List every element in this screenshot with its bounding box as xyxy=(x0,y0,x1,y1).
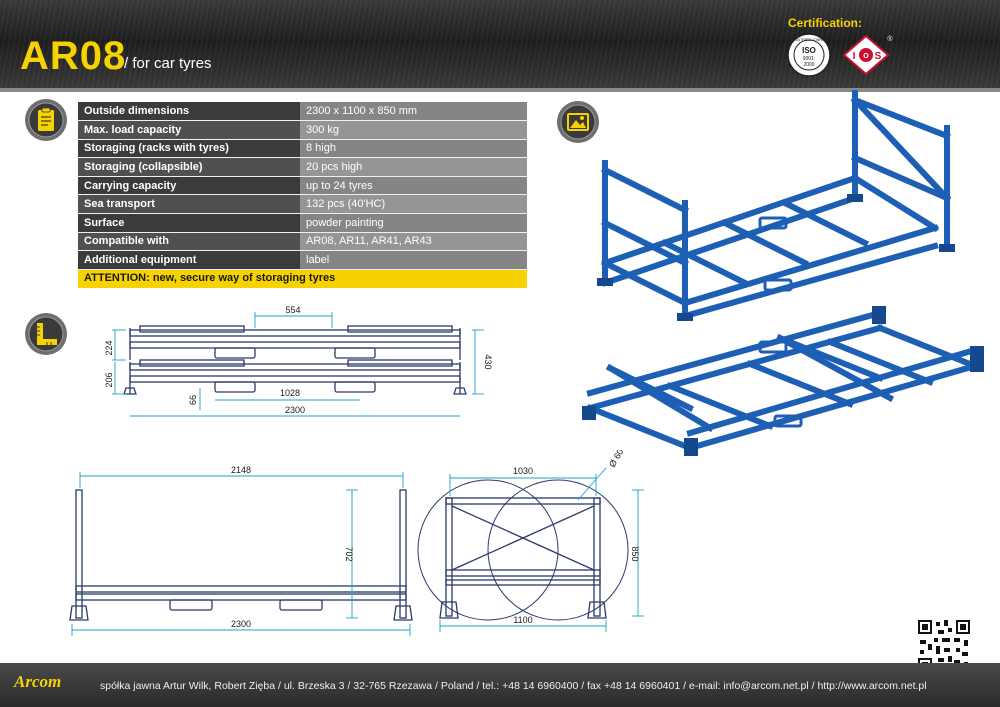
model-title: AR08 xyxy=(20,34,127,78)
picture-icon xyxy=(557,101,599,143)
header-divider xyxy=(0,88,1000,92)
clipboard-icon xyxy=(25,99,67,141)
spec-label: Carrying capacity xyxy=(78,176,300,196)
iso-badge-top: REGISTERED COMPANY xyxy=(790,38,828,42)
spec-label: Sea transport xyxy=(78,194,300,215)
iso-badge-line2: 9001: xyxy=(803,56,816,62)
dim-collapsed-top: 554 xyxy=(285,305,300,315)
spec-value: 20 pcs high xyxy=(300,157,527,177)
drawing-front-view: 1030 Ø 600 850 1100 xyxy=(417,450,644,632)
spec-value: 2300 x 1100 x 850 mm xyxy=(300,102,527,122)
spec-value: AR08, AR11, AR41, AR43 xyxy=(300,232,527,252)
rack-collapsed-render xyxy=(582,306,984,456)
certification-label: Certification: xyxy=(788,16,863,30)
dim-collapsed-h1: 224 xyxy=(104,340,114,355)
dim-side-h: 702 xyxy=(344,546,354,561)
dim-collapsed-small: 66 xyxy=(188,395,198,405)
dim-collapsed-total-h: 430 xyxy=(483,354,493,369)
spec-row: Storaging (collapsible)20 pcs high xyxy=(78,157,527,177)
ruler-square-icon xyxy=(25,313,67,355)
drawing-collapsed-stack: 554 224 206 430 66 1028 2300 xyxy=(104,305,493,417)
spec-label: Storaging (racks with tyres) xyxy=(78,139,300,159)
ios-badge-right: S xyxy=(875,51,882,62)
dim-side-top: 2148 xyxy=(231,465,251,475)
spec-value: label xyxy=(300,250,527,270)
spec-label: Compatible with xyxy=(78,232,300,252)
ios-badge-left: I xyxy=(853,51,856,62)
company-contact: spółka jawna Artur Wilk, Robert Zięba / … xyxy=(100,680,927,692)
model-subtitle: / for car tyres xyxy=(124,55,212,72)
dim-front-h: 850 xyxy=(630,546,640,561)
certification-badges: REGISTERED COMPANY ISO 9001: 2000 I O S … xyxy=(787,33,893,77)
spec-label: Max. load capacity xyxy=(78,120,300,140)
spec-value: up to 24 tyres xyxy=(300,176,527,196)
spec-value: 132 pcs (40'HC) xyxy=(300,194,527,215)
spec-row: Storaging (racks with tyres)8 high xyxy=(78,139,527,159)
ios-badge-mark: ® xyxy=(887,35,893,43)
company-logo: Arcom xyxy=(14,672,62,691)
dim-front-bottom: 1100 xyxy=(513,615,532,625)
rack-assembled-render xyxy=(597,90,955,321)
spec-value: 300 kg xyxy=(300,120,527,140)
spec-value: powder painting xyxy=(300,213,527,233)
spec-label: Surface xyxy=(78,213,300,233)
dim-collapsed-total-w: 2300 xyxy=(285,405,305,415)
drawing-side-view: 2148 702 2300 xyxy=(69,465,413,636)
spec-label: Outside dimensions xyxy=(78,102,300,122)
dim-front-tyre: Ø 600 xyxy=(607,450,628,469)
dim-collapsed-h2: 206 xyxy=(104,372,114,387)
iso-badge-line3: 2000 xyxy=(803,62,814,68)
spec-label: Storaging (collapsible) xyxy=(78,157,300,177)
spec-value: 8 high xyxy=(300,139,527,159)
dim-side-bottom: 2300 xyxy=(231,619,251,629)
ios-badge: I O S ® xyxy=(842,34,893,76)
ios-badge-middle: O xyxy=(863,53,869,60)
attention-note: ATTENTION: new, secure way of storaging … xyxy=(78,270,527,288)
spec-label: Additional equipment xyxy=(78,250,300,270)
dim-collapsed-inner: 1028 xyxy=(280,388,300,398)
iso-badge-line1: ISO xyxy=(802,46,816,55)
dim-front-top: 1030 xyxy=(513,466,533,476)
footer-bar xyxy=(0,663,1000,707)
iso-badge: REGISTERED COMPANY ISO 9001: 2000 xyxy=(787,33,831,77)
header-banner xyxy=(0,0,1000,92)
